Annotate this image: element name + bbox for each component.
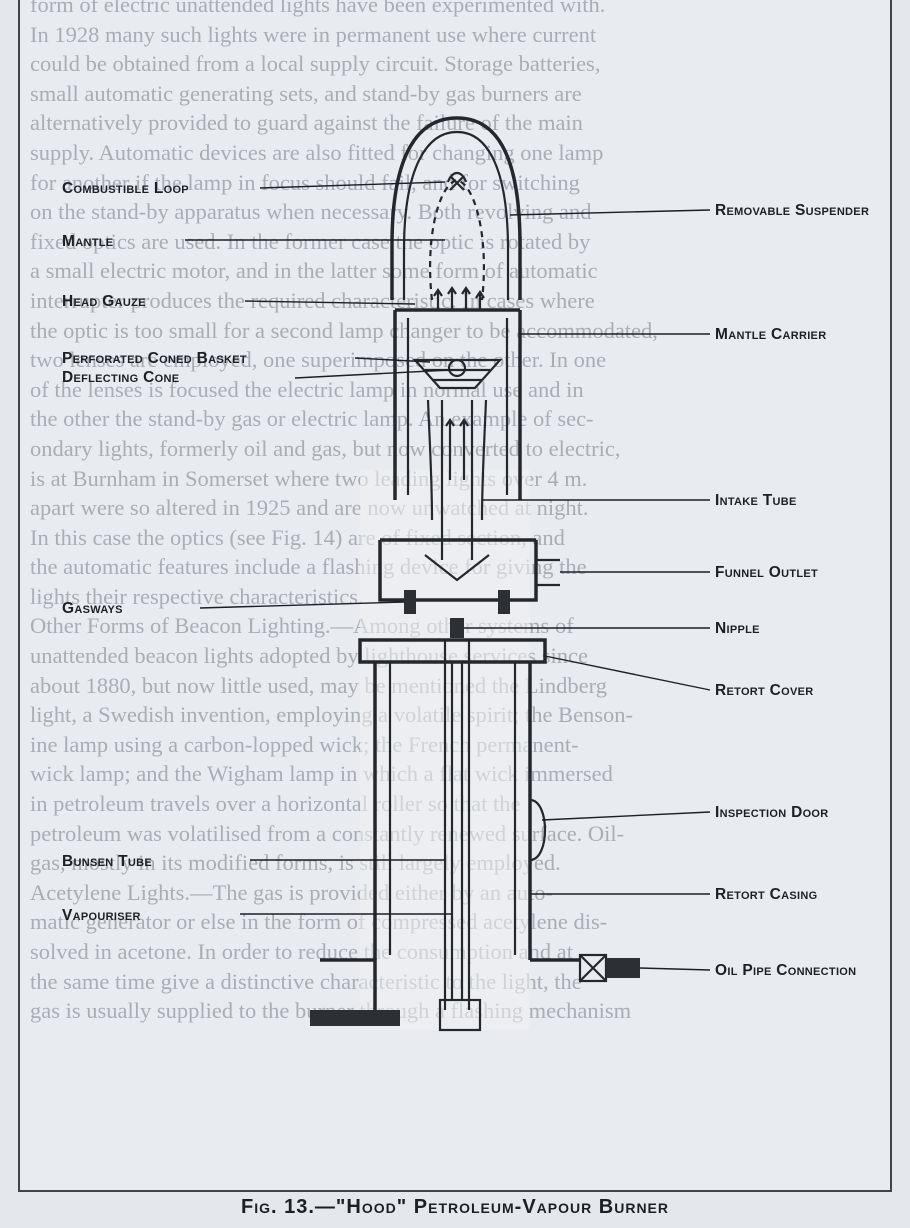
label-bunsen-tube: Bunsen Tube	[62, 853, 152, 870]
background-text-line: In 1928 many such lights were in permane…	[30, 21, 597, 47]
background-text-line: the other the stand-by gas or electric l…	[30, 406, 594, 432]
combustible-loop-shape	[446, 171, 468, 191]
gasways-shape	[404, 590, 416, 614]
vapouriser-shape	[450, 662, 464, 1000]
background-text-line: a small electric motor, and in the latte…	[30, 258, 598, 284]
label-deflecting-cone: Deflecting Cone	[62, 369, 179, 386]
label-inspection-door: Inspection Door	[715, 804, 829, 821]
label-funnel-outlet: Funnel Outlet	[715, 564, 818, 581]
funnel-outlet-shape	[378, 538, 538, 602]
background-text-line: form of electric unattended lights have …	[30, 0, 606, 17]
nipple-shape	[450, 618, 464, 638]
retort-cover-shape	[358, 638, 547, 664]
background-text-line: small automatic generating sets, and sta…	[30, 80, 582, 106]
bunsen-tube-shape	[443, 640, 471, 1010]
deflecting-cone-shape	[447, 358, 467, 378]
label-gasways: Gasways	[62, 600, 123, 617]
inspection-door-shape	[529, 798, 547, 862]
background-text-line: of the lenses is focused the electric la…	[30, 376, 584, 402]
mantle-shape	[429, 178, 485, 301]
background-text-line: light, a Swedish invention, employing a …	[30, 702, 634, 728]
background-text-line: the optic is too small for a second lamp…	[30, 317, 658, 343]
label-perforated-coned-basket: Perforated Coned Basket	[62, 350, 247, 367]
head-gauze-arrows	[433, 286, 485, 310]
label-nipple: Nipple	[715, 620, 760, 637]
label-vapouriser: Vapouriser	[62, 907, 141, 924]
label-combustible-loop: Combustible Loop	[62, 180, 189, 197]
retort-casing-shape	[373, 662, 532, 960]
background-text-line: for another if the lamp in focus should …	[30, 169, 580, 195]
label-removable-suspender: Removable Suspender	[715, 202, 869, 219]
burner-diagram: Combustible Loop Mantle Head Gauze Perfo…	[62, 116, 869, 1032]
figure-frame: form of electric unattended lights have …	[18, 0, 892, 1192]
perforated-coned-basket-shape	[412, 358, 503, 390]
background-text-line: on the stand-by apparatus when necessary…	[30, 199, 592, 225]
label-mantle-carrier: Mantle Carrier	[715, 326, 826, 343]
removable-suspender-shape	[390, 116, 522, 300]
intake-tube-shape	[426, 399, 488, 560]
background-article-text: form of electric unattended lights have …	[30, 0, 880, 1026]
background-text-line: could be obtained from a local supply ci…	[30, 51, 601, 77]
label-mantle: Mantle	[62, 233, 113, 250]
background-text-line: ondary lights, formerly oil and gas, but…	[30, 435, 621, 461]
label-retort-cover: Retort Cover	[715, 682, 814, 699]
label-head-gauze: Head Gauze	[62, 293, 146, 310]
label-oil-pipe-connection: Oil Pipe Connection	[715, 962, 856, 979]
mantle-carrier-shape	[393, 308, 522, 500]
background-text-line: fixed optics are used. In the former cas…	[30, 228, 591, 254]
label-intake-tube: Intake Tube	[715, 492, 797, 509]
label-retort-casing: Retort Casing	[715, 886, 818, 903]
figure-caption: Fig. 13.—"Hood" Petroleum-Vapour Burner	[241, 1196, 669, 1218]
background-text-line: two lenses are employed, one superimpose…	[30, 347, 607, 373]
